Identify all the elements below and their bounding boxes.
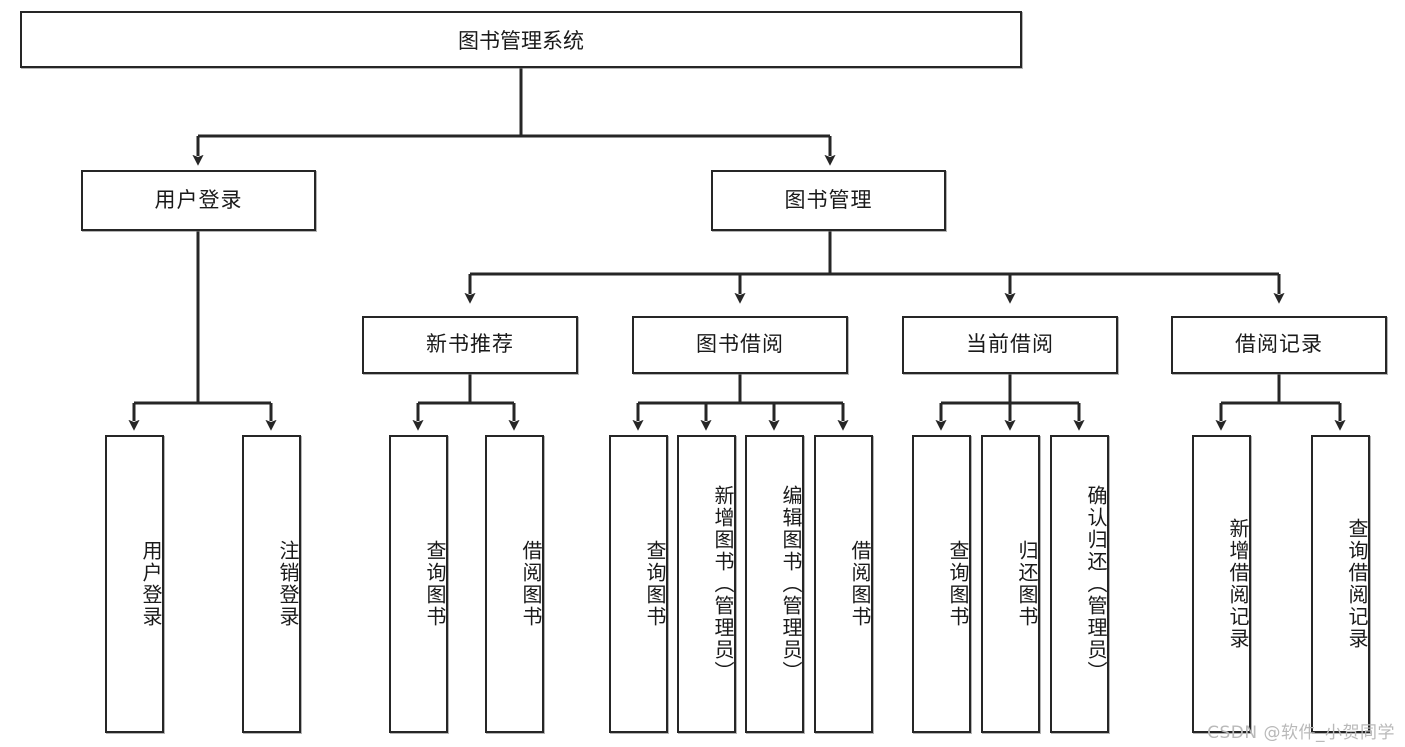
- node-book-borrow[interactable]: 图书借阅: [632, 316, 848, 374]
- node-user-login-label: 用户登录: [154, 187, 243, 212]
- watermark: CSDN @软件_小贺同学: [1207, 723, 1395, 743]
- node-user-login[interactable]: 用户登录: [81, 170, 316, 231]
- leaf-add-record[interactable]: 新增借阅记录: [1192, 435, 1251, 733]
- leaf-add-record-label: 新增借阅记录: [1226, 518, 1250, 650]
- leaf-query-book-3-label: 查询图书: [946, 540, 970, 628]
- leaf-query-book-3[interactable]: 查询图书: [912, 435, 971, 733]
- leaf-user-login[interactable]: 用户登录: [105, 435, 164, 733]
- leaf-borrow-book-1[interactable]: 借阅图书: [485, 435, 544, 733]
- leaf-query-record[interactable]: 查询借阅记录: [1311, 435, 1370, 733]
- node-new-book-rec-label: 新书推荐: [426, 332, 514, 357]
- leaf-edit-book-label: 编辑图书（管理员）: [779, 485, 803, 683]
- node-book-manage-label: 图书管理: [784, 187, 873, 212]
- node-current-borrow-label: 当前借阅: [966, 332, 1054, 357]
- node-root-label: 图书管理系统: [458, 28, 584, 53]
- leaf-return-book-label: 归还图书: [1015, 540, 1039, 628]
- node-root[interactable]: 图书管理系统: [20, 11, 1022, 68]
- leaf-add-book[interactable]: 新增图书（管理员）: [677, 435, 736, 733]
- leaf-borrow-book-2[interactable]: 借阅图书: [814, 435, 873, 733]
- leaf-borrow-book-1-label: 借阅图书: [519, 540, 543, 628]
- leaf-return-book[interactable]: 归还图书: [981, 435, 1040, 733]
- leaf-query-book-1[interactable]: 查询图书: [389, 435, 448, 733]
- leaf-query-book-2-label: 查询图书: [643, 540, 667, 628]
- leaf-query-record-label: 查询借阅记录: [1345, 518, 1369, 650]
- leaf-confirm-return[interactable]: 确认归还（管理员）: [1050, 435, 1109, 733]
- leaf-user-login-label: 用户登录: [139, 540, 163, 628]
- node-borrow-record-label: 借阅记录: [1235, 332, 1323, 357]
- node-borrow-record[interactable]: 借阅记录: [1171, 316, 1387, 374]
- leaf-logout-label: 注销登录: [276, 540, 300, 628]
- node-book-borrow-label: 图书借阅: [696, 332, 784, 357]
- leaf-edit-book[interactable]: 编辑图书（管理员）: [745, 435, 804, 733]
- node-book-manage[interactable]: 图书管理: [711, 170, 946, 231]
- node-current-borrow[interactable]: 当前借阅: [902, 316, 1118, 374]
- leaf-add-book-label: 新增图书（管理员）: [711, 485, 735, 683]
- leaf-borrow-book-2-label: 借阅图书: [848, 540, 872, 628]
- leaf-confirm-return-label: 确认归还（管理员）: [1084, 485, 1108, 683]
- leaf-logout[interactable]: 注销登录: [242, 435, 301, 733]
- node-new-book-rec[interactable]: 新书推荐: [362, 316, 578, 374]
- leaf-query-book-2[interactable]: 查询图书: [609, 435, 668, 733]
- leaf-query-book-1-label: 查询图书: [423, 540, 447, 628]
